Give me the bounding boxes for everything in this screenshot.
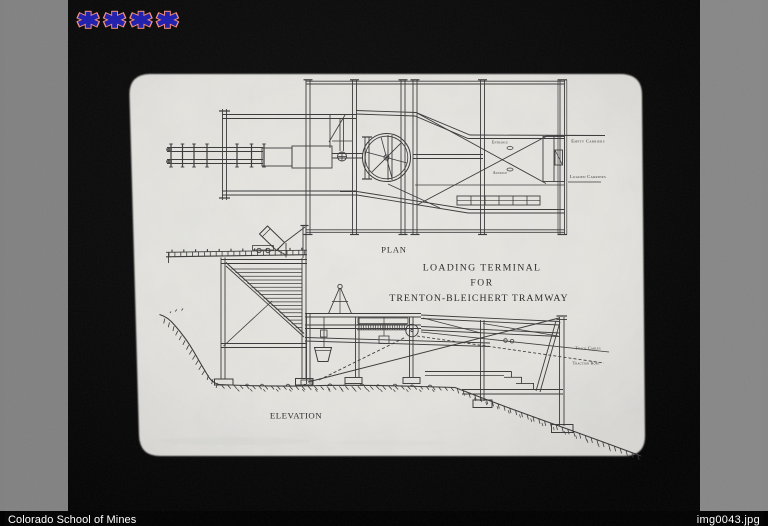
svg-text:LOADING TERMINAL: LOADING TERMINAL — [423, 263, 541, 274]
svg-text:EMPTY CARRIERS: EMPTY CARRIERS — [571, 139, 605, 144]
svg-text:TRACK CABLES: TRACK CABLES — [575, 346, 601, 351]
svg-text:LOADED CARRIERS: LOADED CARRIERS — [570, 174, 606, 179]
svg-text:TRACTION ROPE: TRACTION ROPE — [573, 361, 600, 366]
svg-text:PLAN: PLAN — [381, 245, 406, 255]
svg-text:Colorado School of Mines: Colorado School of Mines — [8, 514, 137, 526]
svg-text:TRENTON-BLEICHERT TRAMWAY: TRENTON-BLEICHERT TRAMWAY — [389, 293, 568, 304]
svg-text:img0043.jpg: img0043.jpg — [697, 514, 760, 526]
svg-text:ENTRANCE: ENTRANCE — [492, 141, 508, 145]
svg-text:ADVANCE: ADVANCE — [493, 171, 508, 175]
svg-text:FOR: FOR — [470, 279, 493, 289]
svg-text:ELEVATION: ELEVATION — [270, 411, 322, 421]
